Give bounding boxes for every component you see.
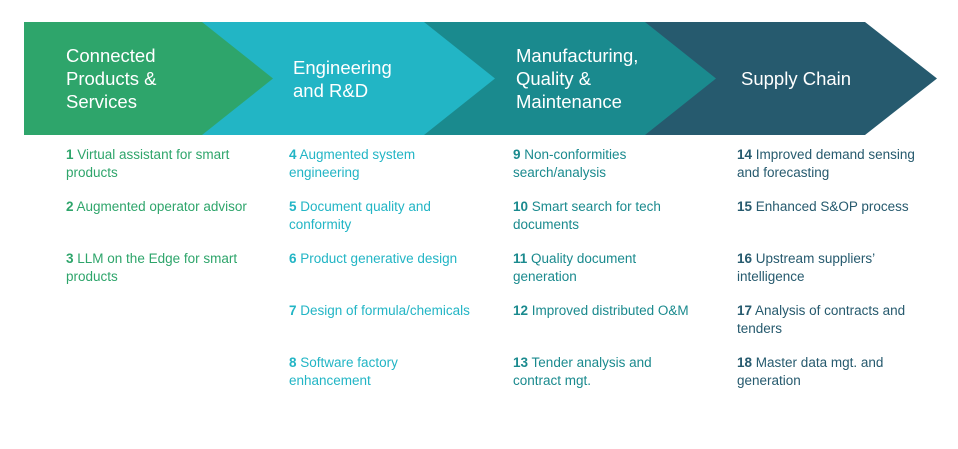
- use-case-number: 8: [289, 355, 297, 370]
- use-case-item: 4 Augmented system engineering: [289, 146, 479, 198]
- stage-arrow-engineering: [200, 22, 495, 135]
- use-case-item: 18 Master data mgt. and generation: [737, 354, 927, 406]
- stage-title-text: Engineering and R&D: [293, 56, 392, 101]
- use-case-number: 9: [513, 147, 521, 162]
- use-case-number: 7: [289, 303, 297, 318]
- stage-title-connected-products: Connected Products & Services: [66, 22, 196, 135]
- use-case-text: Smart search for tech documents: [513, 199, 661, 232]
- use-case-item: 6 Product generative design: [289, 250, 479, 302]
- use-case-text: Augmented system engineering: [289, 147, 416, 180]
- stage-arrow-manufacturing: [420, 22, 716, 135]
- use-case-text: Quality document generation: [513, 251, 637, 284]
- use-case-item: 2 Augmented operator advisor: [66, 198, 256, 250]
- use-case-item: 10 Smart search for tech documents: [513, 198, 703, 250]
- use-case-text: Improved distributed O&M: [531, 303, 689, 318]
- use-case-number: 6: [289, 251, 297, 266]
- use-case-text: Tender analysis and contract mgt.: [513, 355, 652, 388]
- use-case-text: Design of formula/chemicals: [300, 303, 470, 318]
- use-case-text: Non-conformities search/analysis: [513, 147, 627, 180]
- use-case-text: Enhanced S&OP process: [755, 199, 909, 214]
- use-case-number: 11: [513, 251, 528, 266]
- use-case-item: 16 Upstream suppliers’ intelligence: [737, 250, 927, 302]
- use-case-item: 15 Enhanced S&OP process: [737, 198, 927, 250]
- use-case-item: 7 Design of formula/chemicals: [289, 302, 479, 354]
- stage-arrow-connected-products: [24, 22, 273, 135]
- use-case-number: 5: [289, 199, 297, 214]
- use-case-number: 13: [513, 355, 529, 370]
- use-case-text: Analysis of contracts and tenders: [737, 303, 906, 336]
- use-case-number: 1: [66, 147, 74, 162]
- use-case-number: 3: [66, 251, 74, 266]
- stage-arrow-supply-chain: [640, 22, 937, 135]
- use-case-item: 14 Improved demand sensing and forecasti…: [737, 146, 927, 198]
- use-case-item: 5 Document quality and conformity: [289, 198, 479, 250]
- use-case-text: Augmented operator advisor: [76, 199, 247, 214]
- use-case-item: 11 Quality document generation: [513, 250, 703, 302]
- stage-title-manufacturing: Manufacturing, Quality & Maintenance: [516, 22, 656, 135]
- use-case-number: 15: [737, 199, 753, 214]
- use-case-number: 14: [737, 147, 753, 162]
- use-case-text: Software factory enhancement: [289, 355, 398, 388]
- use-case-item: 3 LLM on the Edge for smart products: [66, 250, 256, 302]
- use-case-number: 18: [737, 355, 753, 370]
- use-case-item: 8 Software factory enhancement: [289, 354, 479, 406]
- use-case-number: 2: [66, 199, 74, 214]
- stage-title-text: Supply Chain: [741, 68, 852, 89]
- use-case-text: Master data mgt. and generation: [737, 355, 884, 388]
- stage-title-text: Manufacturing, Quality & Maintenance: [516, 45, 639, 112]
- use-case-text: LLM on the Edge for smart products: [66, 251, 238, 284]
- stage-title-text: Connected Products & Services: [66, 45, 157, 112]
- use-case-text: Document quality and conformity: [289, 199, 431, 232]
- use-case-number: 17: [737, 303, 753, 318]
- use-case-list: 14 Improved demand sensing and forecasti…: [737, 146, 927, 406]
- use-case-item: 1 Virtual assistant for smart products: [66, 146, 256, 198]
- use-case-number: 4: [289, 147, 297, 162]
- use-case-number: 16: [737, 251, 753, 266]
- stage-title-supply-chain: Supply Chain: [741, 22, 891, 135]
- use-case-text: Improved demand sensing and forecasting: [737, 147, 915, 180]
- use-case-item: 12 Improved distributed O&M: [513, 302, 703, 354]
- use-case-item: 13 Tender analysis and contract mgt.: [513, 354, 703, 406]
- use-case-number: 10: [513, 199, 529, 214]
- use-case-item: 9 Non-conformities search/analysis: [513, 146, 703, 198]
- use-case-text: Virtual assistant for smart products: [66, 147, 230, 180]
- use-case-item: 17 Analysis of contracts and tenders: [737, 302, 927, 354]
- use-case-text: Upstream suppliers’ intelligence: [737, 251, 875, 284]
- use-case-number: 12: [513, 303, 529, 318]
- stage-title-engineering: Engineering and R&D: [293, 22, 413, 135]
- use-case-text: Product generative design: [300, 251, 458, 266]
